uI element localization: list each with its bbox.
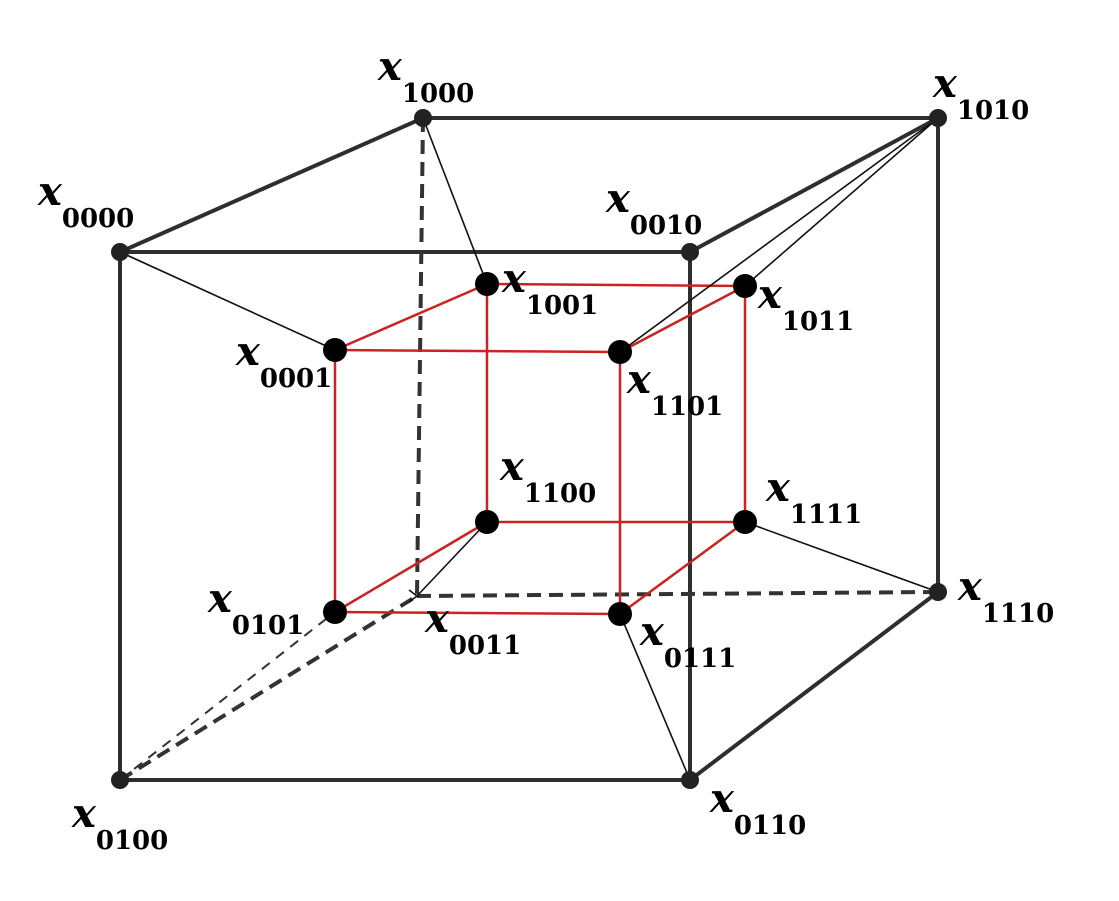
vertex-1110: [929, 583, 947, 601]
vertex-1101: [608, 340, 632, 364]
label-symbol: x: [499, 443, 525, 490]
label-0001: x0001: [235, 328, 332, 394]
label-symbol: x: [709, 775, 735, 822]
label-symbol: x: [377, 43, 403, 90]
label-symbol: x: [765, 464, 791, 511]
label-subscript: 0001: [260, 364, 332, 394]
vertex-0000: [111, 243, 129, 261]
edge-1100-0101: [334, 520, 488, 614]
arrow-tick-0011: [408, 589, 419, 603]
label-0101: x0101: [207, 575, 304, 641]
label-subscript: 0110: [734, 811, 806, 841]
label-symbol: x: [626, 356, 652, 403]
label-symbol: x: [235, 328, 261, 375]
label-subscript: 0111: [664, 644, 736, 674]
label-subscript: 1011: [782, 307, 854, 337]
label-1101: x1101: [626, 356, 723, 422]
edge-1001-1011: [486, 282, 746, 288]
label-1110: x1110: [957, 563, 1054, 629]
label-subscript: 0000: [62, 204, 134, 234]
edge-0100-0101: [119, 611, 336, 781]
vertex-0101: [323, 600, 347, 624]
edge-0010-1010: [689, 116, 939, 254]
label-1100: x1100: [499, 443, 596, 509]
label-1011: x1011: [757, 271, 854, 337]
label-1111: x1111: [765, 464, 862, 530]
edge-1010-1011: [744, 117, 939, 287]
vertex-1001: [475, 272, 499, 296]
edge-1010-1101: [619, 117, 939, 353]
edge-1101-1011: [619, 284, 746, 354]
vertex-0100: [111, 771, 129, 789]
edge-1000-1001: [422, 117, 488, 285]
edge-0100-0011: [118, 594, 419, 782]
label-symbol: x: [37, 168, 63, 215]
label-layer: x0000x1000x0010x1010x0100x0110x1110x0001…: [37, 43, 1054, 856]
label-subscript: 1100: [524, 479, 596, 509]
vertex-1100: [475, 510, 499, 534]
edge-1110-1111: [744, 521, 939, 593]
vertex-0010: [681, 243, 699, 261]
label-subscript: 0101: [232, 611, 304, 641]
edge-0001-1101: [334, 348, 621, 354]
label-symbol: x: [639, 608, 665, 655]
edge-1000-0011: [415, 117, 425, 597]
label-symbol: x: [757, 271, 783, 318]
edge-0110-1110: [688, 590, 940, 782]
label-subscript: 1111: [790, 500, 862, 530]
label-subscript: 0100: [96, 826, 168, 856]
label-0010: x0010: [605, 175, 702, 241]
label-subscript: 0011: [449, 631, 521, 661]
vertex-1111: [733, 510, 757, 534]
vertex-0110: [681, 771, 699, 789]
label-subscript: 1000: [402, 79, 474, 109]
label-0011: x0011: [424, 595, 521, 661]
label-symbol: x: [932, 60, 958, 107]
vertex-0111: [608, 602, 632, 626]
label-0000: x0000: [37, 168, 134, 234]
edge-0000-1000: [119, 116, 424, 254]
label-subscript: 1110: [982, 599, 1054, 629]
label-symbol: x: [424, 595, 450, 642]
label-symbol: x: [501, 255, 527, 302]
label-symbol: x: [207, 575, 233, 622]
edge-0101-0111: [334, 610, 621, 616]
vertex-1011: [733, 274, 757, 298]
edge-0001-1001: [334, 282, 488, 352]
label-0110: x0110: [709, 775, 806, 841]
label-symbol: x: [957, 563, 983, 610]
vertex-1010: [929, 109, 947, 127]
label-subscript: 0010: [630, 211, 702, 241]
edge-0000-0001: [119, 251, 336, 351]
edge-layer: [118, 116, 940, 782]
label-subscript: 1010: [957, 96, 1029, 126]
label-0111: x0111: [639, 608, 736, 674]
label-symbol: x: [605, 175, 631, 222]
edge-1100-0011: [416, 521, 488, 597]
label-0100: x0100: [71, 790, 168, 856]
label-subscript: 1101: [651, 392, 723, 422]
label-symbol: x: [71, 790, 97, 837]
label-1001: x1001: [501, 255, 598, 321]
label-1000: x1000: [377, 43, 474, 109]
vertex-layer: [111, 109, 947, 789]
label-1010: x1010: [932, 60, 1029, 126]
label-subscript: 1001: [526, 291, 598, 321]
vertex-0001: [323, 338, 347, 362]
edge-1111-0111: [619, 520, 746, 616]
edge-0110-0111: [619, 613, 691, 781]
edge-0011-1110: [416, 590, 939, 598]
vertex-1000: [414, 109, 432, 127]
